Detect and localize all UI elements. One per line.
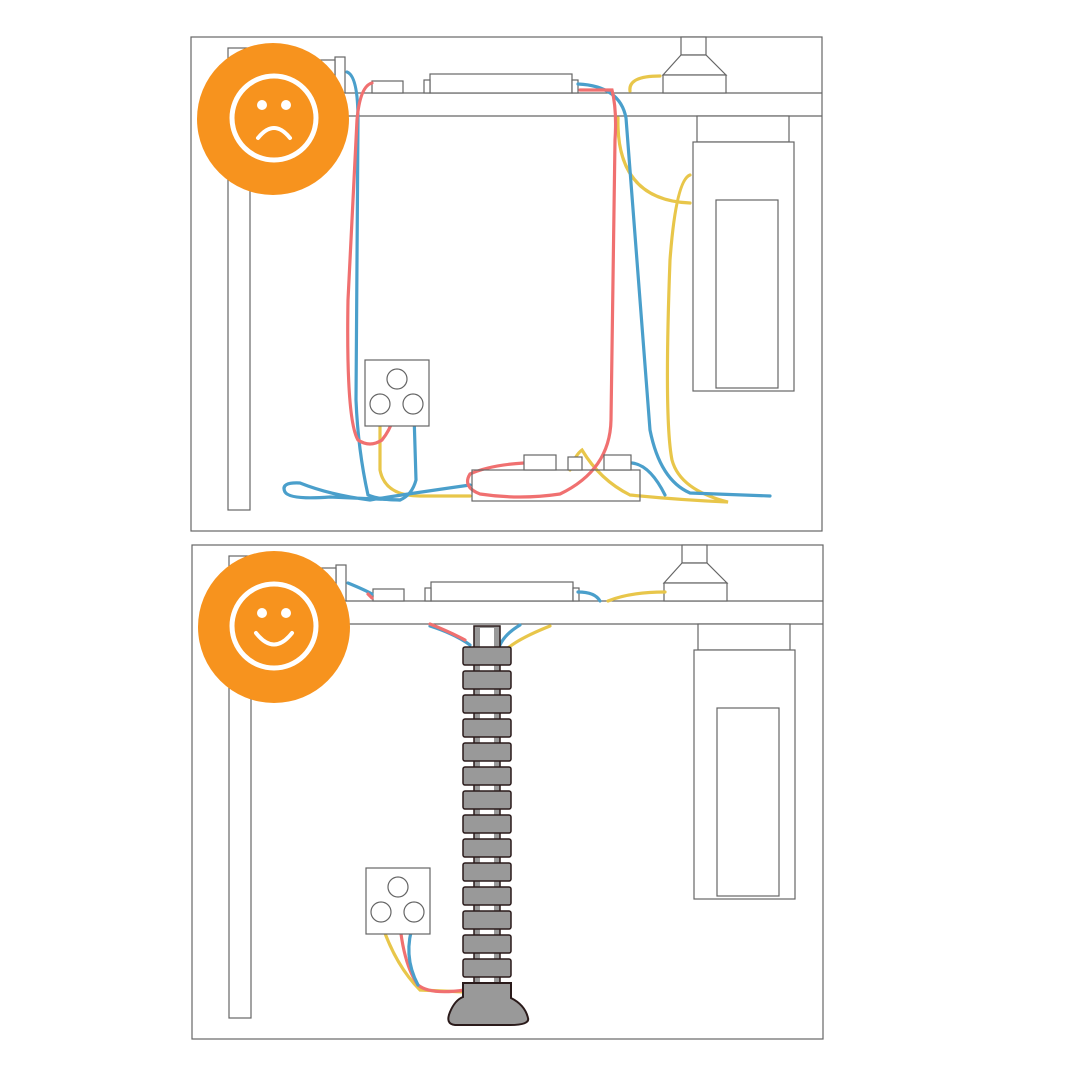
wall-outlet [365, 867, 431, 935]
happy-face-icon [198, 551, 350, 703]
spine-segment [462, 694, 512, 714]
spine-segment [462, 934, 512, 954]
cable-spine [447, 625, 530, 1026]
spine-segment [462, 862, 512, 882]
spine-segment [462, 838, 512, 858]
cables-messy [282, 70, 772, 504]
panel-messy [190, 36, 823, 532]
spine-segment [462, 718, 512, 738]
spine-segment [462, 766, 512, 786]
wall-outlet [364, 359, 430, 427]
sad-face-icon [197, 43, 349, 195]
panel-organized [191, 544, 824, 1040]
spine-segment [462, 886, 512, 906]
spine-segment [462, 742, 512, 762]
spine-base [447, 982, 530, 1026]
spine-segment [462, 790, 512, 810]
spine-segment [462, 670, 512, 690]
spine-segment [462, 646, 512, 666]
power-strip [471, 454, 641, 502]
spine-segment [462, 958, 512, 978]
spine-segment [462, 910, 512, 930]
spine-segment [462, 814, 512, 834]
